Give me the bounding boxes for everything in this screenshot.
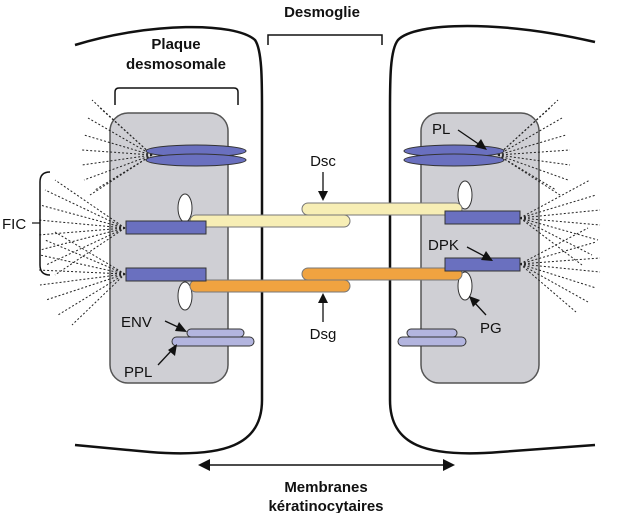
- label-plaque: Plaque: [151, 36, 200, 53]
- left-filaments-bottom: [37, 231, 126, 326]
- label-pl: PL: [432, 121, 450, 138]
- env-arrow: [164, 320, 187, 332]
- label-keratinocytaires: kératinocytaires: [268, 498, 383, 513]
- label-desmosomale: desmosomale: [126, 56, 226, 73]
- pg-arrow: [469, 296, 487, 316]
- right-plakophilin: [403, 144, 505, 167]
- right-plakoglobin-lower: [457, 271, 473, 301]
- plaque-bracket: [114, 87, 239, 105]
- right-filaments-top: [497, 99, 571, 196]
- right-periplakin: [397, 336, 467, 347]
- ppl-arrow: [157, 344, 177, 366]
- label-dpk: DPK: [428, 237, 459, 254]
- label-dsc: Dsc: [310, 153, 336, 170]
- desmoglie-bracket: [267, 34, 383, 45]
- left-filaments-middle: [37, 179, 126, 276]
- left-desmoplakin-upper: [125, 220, 207, 235]
- right-plaque: [420, 112, 540, 384]
- desmoglein: [189, 267, 463, 293]
- left-desmoplakin-lower: [125, 267, 207, 282]
- left-filaments-top: [81, 99, 153, 196]
- label-dsg: Dsg: [310, 326, 337, 343]
- right-plakoglobin-upper: [457, 180, 473, 210]
- left-plakophilin: [145, 144, 247, 167]
- left-periplakin: [171, 336, 255, 347]
- dsc-arrow: [318, 172, 328, 201]
- label-membranes: Membranes: [284, 479, 367, 496]
- fic-bracket: [39, 171, 51, 276]
- label-pg: PG: [480, 320, 502, 337]
- right-filaments-bottom: [519, 227, 601, 313]
- desmocollin: [189, 202, 463, 228]
- label-desmoglie: Desmoglie: [284, 4, 360, 21]
- left-envoplakin: [186, 328, 245, 338]
- label-ppl: PPL: [124, 364, 152, 381]
- dsg-arrow: [318, 293, 328, 322]
- dpk-arrow: [466, 246, 493, 261]
- right-desmoplakin-upper: [444, 210, 521, 225]
- left-plakoglobin-lower: [177, 281, 193, 311]
- pl-arrow: [457, 129, 487, 150]
- left-cell-membrane: [74, 25, 264, 455]
- left-plakoglobin-upper: [177, 193, 193, 223]
- right-filaments-middle: [519, 179, 601, 266]
- label-fic: FIC: [2, 216, 26, 233]
- left-plaque: [109, 112, 229, 384]
- membranes-double-arrow: [198, 459, 455, 471]
- right-cell-membrane: [388, 24, 596, 455]
- right-envoplakin: [406, 328, 458, 338]
- label-env: ENV: [121, 314, 152, 331]
